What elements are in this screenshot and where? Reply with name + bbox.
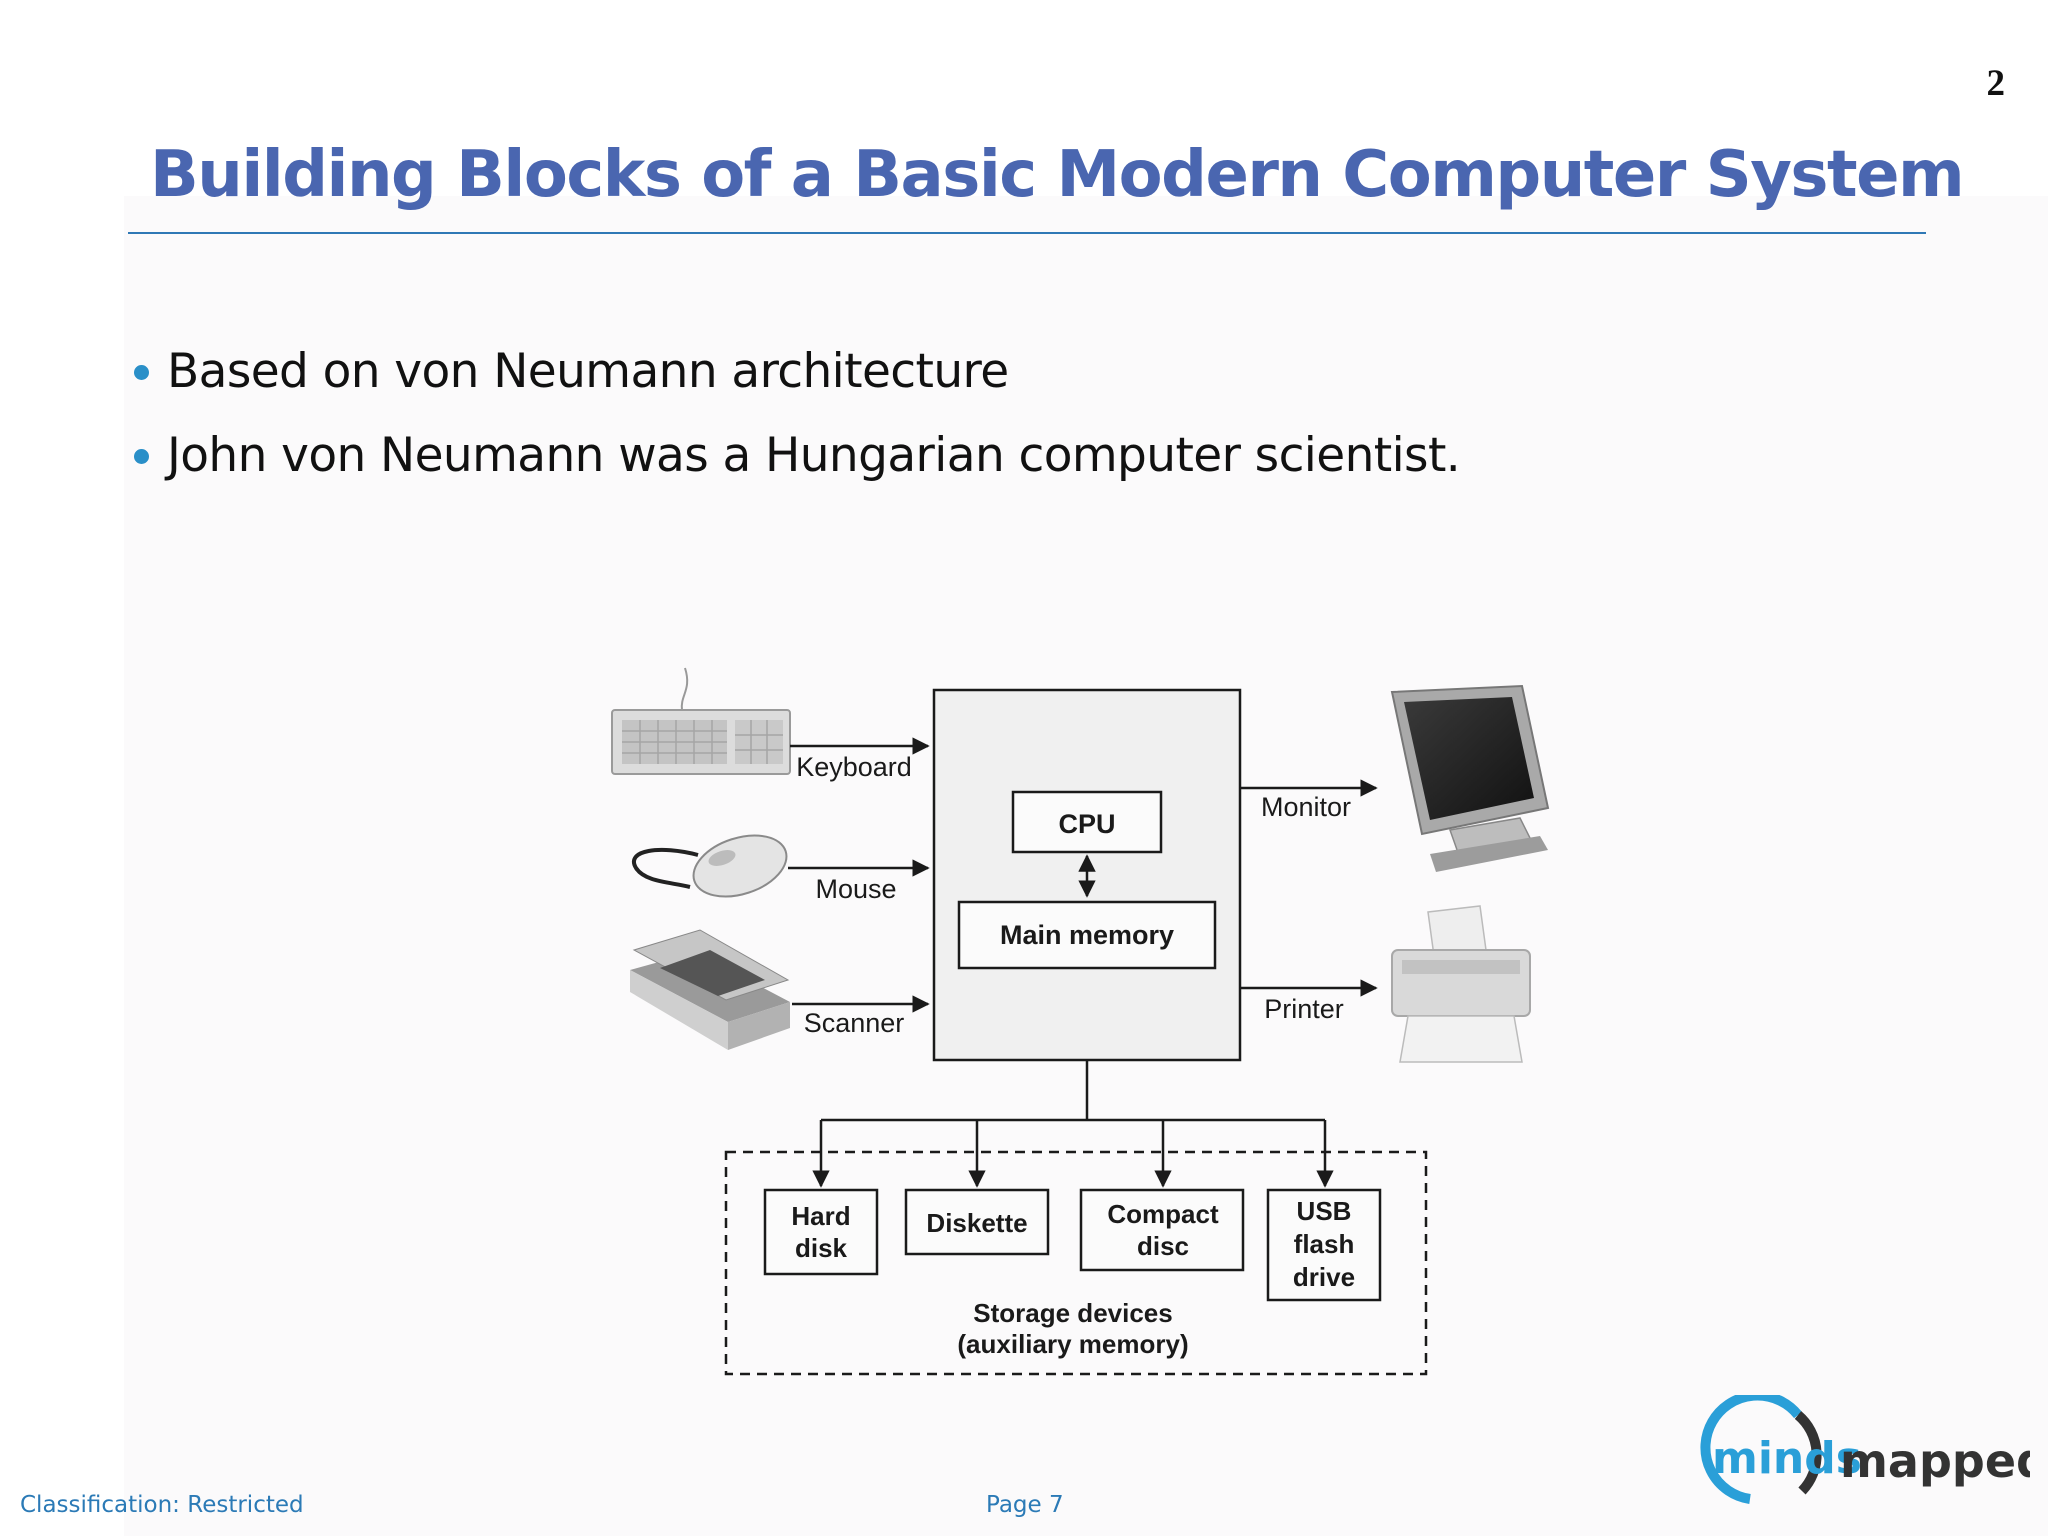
- storage-group-label: (auxiliary memory): [957, 1329, 1188, 1359]
- scanner-icon: [630, 929, 790, 1050]
- usb-flash-drive-label: flash: [1294, 1229, 1355, 1259]
- bullet-text: Based on von Neumann architecture: [167, 344, 1009, 399]
- compact-disc-label: disc: [1137, 1231, 1189, 1261]
- logo-ring: [1700, 1395, 1802, 1504]
- bullet-item: John von Neumann was a Hungarian compute…: [130, 414, 1461, 498]
- storage-group: [724, 1150, 1428, 1376]
- hard-disk-label: disk: [795, 1233, 848, 1263]
- bullet-item: Based on von Neumann architecture: [130, 330, 1460, 414]
- hard-disk-box: [763, 1188, 879, 1276]
- slide-number: 2: [1986, 63, 2006, 104]
- printer-label: Printer: [1264, 994, 1344, 1024]
- cpu-label: CPU: [1058, 809, 1115, 839]
- diskette-box: [904, 1188, 1050, 1256]
- diskette-label: Diskette: [926, 1208, 1027, 1238]
- bullet-dot-icon: [134, 364, 149, 380]
- usb-flash-drive-label: drive: [1293, 1262, 1355, 1292]
- monitor-icon: [1390, 684, 1550, 872]
- compact-disc-label: Compact: [1107, 1199, 1219, 1229]
- slide-title: Building Blocks of a Basic Modern Comput…: [150, 138, 1965, 212]
- main-memory-label: Main memory: [1000, 920, 1174, 950]
- classification-label: Classification: Restricted: [20, 1492, 304, 1518]
- main-memory-box: [957, 900, 1217, 970]
- usb-flash-drive-box: [1266, 1188, 1382, 1302]
- keyboard-icon: [611, 667, 791, 775]
- printer-icon: [1391, 905, 1531, 1063]
- mouse-icon: [632, 834, 788, 898]
- title-underline: [128, 232, 1926, 234]
- hard-disk-label: Hard: [791, 1201, 850, 1231]
- keyboard-label: Keyboard: [796, 752, 912, 782]
- bullet-text: John von Neumann was a Hungarian compute…: [167, 428, 1461, 483]
- computer-system-diagram: Keyboard Mouse Scanner CPU Main memory M…: [611, 667, 1550, 1376]
- logo-text-minds: minds: [1712, 1433, 1862, 1484]
- mouse-label: Mouse: [815, 874, 896, 904]
- cpu-box: [1011, 790, 1163, 854]
- usb-flash-drive-label: USB: [1297, 1196, 1352, 1226]
- storage-group-label: Storage devices: [973, 1298, 1172, 1328]
- page-label: Page 7: [986, 1492, 1064, 1518]
- bullet-list: Based on von Neumann architecture John v…: [130, 330, 1461, 498]
- scanner-label: Scanner: [804, 1008, 905, 1038]
- logo-text-mapped: mapped: [1840, 1434, 2030, 1488]
- mindsmapped-logo: minds mapped: [1700, 1395, 2030, 1504]
- bullet-dot-icon: [134, 448, 149, 464]
- monitor-label: Monitor: [1261, 792, 1351, 822]
- compact-disc-box: [1079, 1188, 1245, 1272]
- logo-ring-dark: [1794, 1411, 1822, 1495]
